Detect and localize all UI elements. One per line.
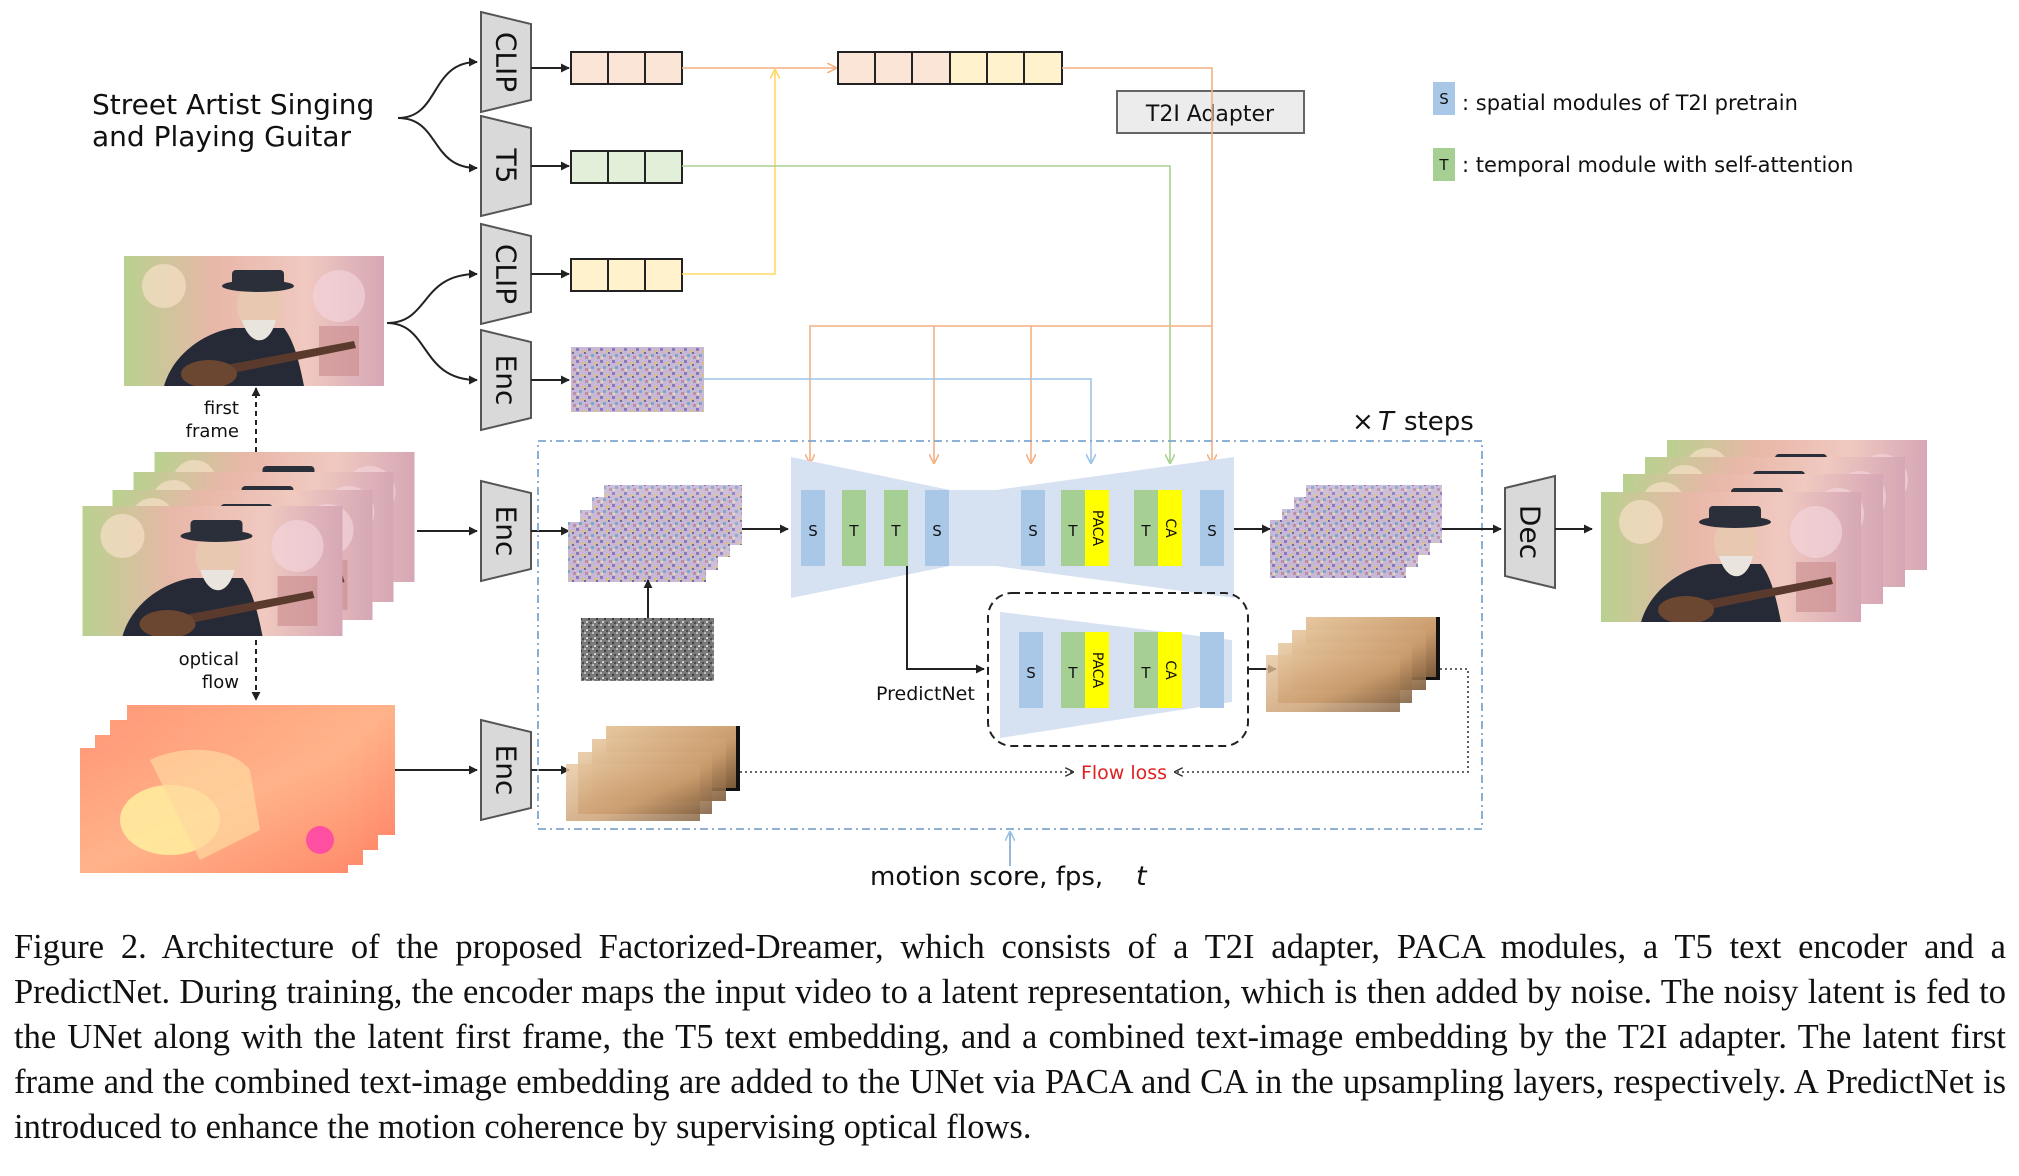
unet-module-s-3: S bbox=[1021, 490, 1045, 566]
t5-text-embedding bbox=[570, 150, 683, 184]
t-steps-loop-box bbox=[537, 440, 1483, 830]
first-frame-label-1: first bbox=[204, 398, 239, 419]
svg-text:T: T bbox=[1438, 156, 1449, 174]
svg-text:T: T bbox=[1378, 407, 1396, 437]
unet-module-t-1: T bbox=[842, 490, 866, 566]
t-steps-label: × T steps bbox=[1352, 407, 1474, 437]
prompt-text-line1: Street Artist Singing bbox=[92, 88, 374, 121]
unet-down-branch bbox=[791, 457, 950, 598]
flow-encoder: Enc bbox=[480, 718, 532, 822]
gaussian-noise bbox=[581, 618, 714, 681]
unet-module-t-3: T bbox=[1061, 490, 1085, 566]
svg-text:S: S bbox=[1439, 90, 1449, 108]
predictnet-module-t-1: T bbox=[1061, 632, 1085, 708]
video-encoder: Enc bbox=[480, 479, 532, 583]
svg-text:S: S bbox=[808, 522, 818, 540]
svg-text:CLIP: CLIP bbox=[490, 244, 523, 304]
svg-text:×: × bbox=[1352, 407, 1374, 437]
combined-to-ca-line bbox=[1062, 67, 1212, 463]
svg-text:S: S bbox=[932, 522, 942, 540]
architecture-diagram: Street Artist Singing and Playing Guitar… bbox=[80, 10, 1927, 892]
svg-text:t: t bbox=[1136, 861, 1148, 892]
svg-text:T: T bbox=[1067, 664, 1078, 682]
legend-temporal: T : temporal module with self-attention bbox=[1433, 148, 1853, 181]
unet-module-t-2: T bbox=[884, 490, 908, 566]
svg-text:T: T bbox=[890, 522, 901, 540]
svg-text:Enc: Enc bbox=[490, 506, 523, 557]
svg-text:CLIP: CLIP bbox=[490, 32, 523, 92]
clip-text-embedding bbox=[570, 51, 683, 85]
prompt-to-clip-arrow bbox=[397, 57, 478, 119]
svg-text:PACA: PACA bbox=[1089, 510, 1105, 547]
unet-bottleneck bbox=[950, 490, 996, 566]
frame-to-clip-arrow bbox=[386, 269, 478, 324]
svg-text:T: T bbox=[1140, 522, 1151, 540]
unet-module-paca-1: PACA bbox=[1085, 490, 1109, 566]
svg-text:Enc: Enc bbox=[490, 745, 523, 796]
clip-image-encoder: CLIP bbox=[480, 222, 532, 326]
unet-module-s-1: S bbox=[801, 490, 825, 566]
output-latent-video bbox=[1270, 485, 1442, 578]
svg-text:S: S bbox=[1207, 522, 1217, 540]
prompt-to-t5-arrow bbox=[397, 117, 478, 173]
first-frame-encoder: Enc bbox=[480, 328, 532, 432]
svg-text:: temporal module with self-at: : temporal module with self-attention bbox=[1462, 153, 1853, 177]
unet-module-ca-1: CA bbox=[1158, 490, 1182, 566]
decoder: Dec bbox=[1504, 474, 1556, 590]
svg-text:: spatial modules of T2I pretr: : spatial modules of T2I pretrain bbox=[1462, 91, 1798, 115]
svg-text:S: S bbox=[1028, 522, 1038, 540]
input-video-frames bbox=[82, 452, 415, 636]
predictnet-module-s: S bbox=[1019, 632, 1043, 708]
t5-to-unet-line bbox=[682, 165, 1170, 463]
predictnet-module-paca: PACA bbox=[1085, 632, 1109, 708]
unet-to-predictnet-arrow bbox=[906, 566, 985, 674]
predictnet-module-t-2: T bbox=[1134, 632, 1158, 708]
first-frame-label-2: frame bbox=[186, 421, 239, 442]
frame-to-enc-arrow bbox=[386, 322, 478, 385]
prompt-text-line2: and Playing Guitar bbox=[92, 120, 352, 153]
svg-text:T: T bbox=[1140, 664, 1151, 682]
svg-text:Dec: Dec bbox=[1514, 505, 1547, 559]
svg-text:PACA: PACA bbox=[1089, 652, 1105, 689]
predictnet-module-ca: CA bbox=[1158, 632, 1182, 708]
unet-module-s-4: S bbox=[1200, 490, 1224, 566]
svg-text:T2I Adapter: T2I Adapter bbox=[1145, 102, 1275, 127]
optical-flow-label-2: flow bbox=[202, 672, 239, 693]
legend-spatial: S : spatial modules of T2I pretrain bbox=[1433, 82, 1798, 115]
svg-text:T5: T5 bbox=[490, 148, 523, 184]
optical-flow-frames bbox=[80, 705, 395, 873]
clip-image-to-combined-line bbox=[682, 70, 775, 275]
first-frame-to-paca-line bbox=[704, 378, 1091, 463]
flow-loss-label: Flow loss bbox=[1081, 762, 1167, 784]
unet-module-t-4: T bbox=[1134, 490, 1158, 566]
svg-text:T: T bbox=[848, 522, 859, 540]
svg-text:Enc: Enc bbox=[490, 355, 523, 406]
svg-text:S: S bbox=[1026, 664, 1036, 682]
latent-optical-flow bbox=[566, 726, 740, 821]
clip-image-embedding bbox=[570, 258, 683, 292]
clip-text-encoder: CLIP bbox=[480, 10, 532, 114]
combined-embedding bbox=[837, 51, 1063, 85]
output-video-frames bbox=[1601, 440, 1927, 622]
svg-text:CA: CA bbox=[1162, 518, 1178, 538]
predictnet-label: PredictNet bbox=[876, 683, 975, 705]
embedding-to-s1-line bbox=[810, 325, 1212, 463]
t5-text-encoder: T5 bbox=[480, 114, 532, 218]
predicted-flow-latent bbox=[1266, 617, 1440, 712]
latent-first-frame bbox=[571, 347, 704, 412]
figure-caption: Figure 2. Architecture of the proposed F… bbox=[14, 928, 2006, 1146]
unet-module-s-2: S bbox=[925, 490, 949, 566]
optical-flow-label-1: optical bbox=[179, 649, 239, 670]
latent-video bbox=[568, 485, 742, 582]
svg-text:T: T bbox=[1067, 522, 1078, 540]
first-frame-image bbox=[124, 256, 384, 386]
t2i-adapter-box: T2I Adapter bbox=[1116, 90, 1305, 134]
svg-text:CA: CA bbox=[1162, 660, 1178, 680]
svg-text:steps: steps bbox=[1404, 407, 1474, 437]
motion-score-label: motion score, fps, t bbox=[870, 861, 1148, 892]
svg-text:motion score, fps,: motion score, fps, bbox=[870, 862, 1103, 892]
predictnet-module-blank bbox=[1200, 632, 1224, 708]
